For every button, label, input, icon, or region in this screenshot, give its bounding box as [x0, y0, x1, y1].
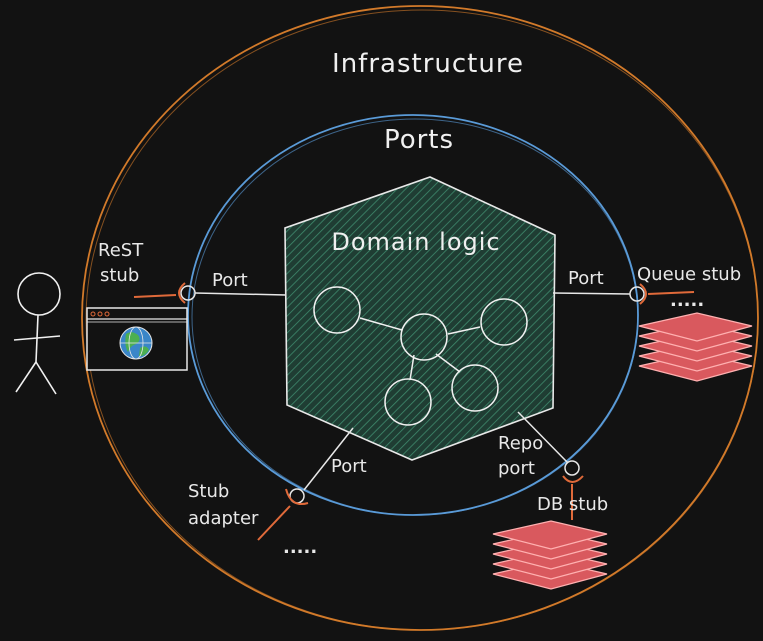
repo-port-line [517, 411, 569, 464]
domain-hexagon [284, 176, 556, 461]
queue-stub-plug [639, 283, 695, 305]
repo-port-socket [564, 460, 580, 476]
left-port-line [194, 292, 287, 296]
browser-window-icon [86, 307, 188, 371]
domain-logic-label: Domain logic [331, 228, 500, 256]
queue-stub-ellipsis: ..... [670, 290, 704, 311]
globe-icon [119, 326, 153, 360]
ports-label: Ports [384, 125, 454, 155]
bottom-left-port-line [303, 427, 354, 491]
left-port-label: Port [212, 270, 248, 291]
stub-adapter-label-line1: Stub [188, 481, 229, 502]
rest-stub-label-line1: ReST [98, 240, 144, 261]
stub-adapter-plug [257, 488, 309, 541]
domain-node [384, 378, 432, 426]
right-port-socket [629, 286, 645, 302]
db-stub-plug [562, 475, 584, 520]
left-port-socket [180, 285, 196, 301]
db-stack-icon [492, 520, 608, 590]
stick-figure-icon [13, 272, 61, 395]
infrastructure-ring-sketch [85, 9, 759, 631]
repo-port-label-line2: port [498, 458, 535, 479]
queue-stub-label: Queue stub [637, 264, 741, 285]
stub-adapter-ellipsis: ..... [283, 537, 317, 558]
rest-stub-label-line2: stub [100, 265, 139, 286]
repo-port-label-line1: Repo [498, 433, 543, 454]
right-port-line [552, 292, 631, 295]
domain-graph [313, 286, 528, 426]
right-port-label: Port [568, 268, 604, 289]
domain-node [480, 298, 528, 346]
bottom-left-port-label: Port [331, 456, 367, 477]
ports-ring-sketch [191, 118, 639, 516]
stub-adapter-label-line2: adapter [188, 508, 259, 529]
domain-node [451, 364, 499, 412]
domain-node [400, 313, 448, 361]
queue-stack-icon [638, 312, 753, 382]
domain-node [313, 286, 361, 334]
db-stub-label: DB stub [537, 494, 608, 515]
rest-stub-plug [133, 282, 186, 304]
infrastructure-label: Infrastructure [332, 49, 524, 79]
